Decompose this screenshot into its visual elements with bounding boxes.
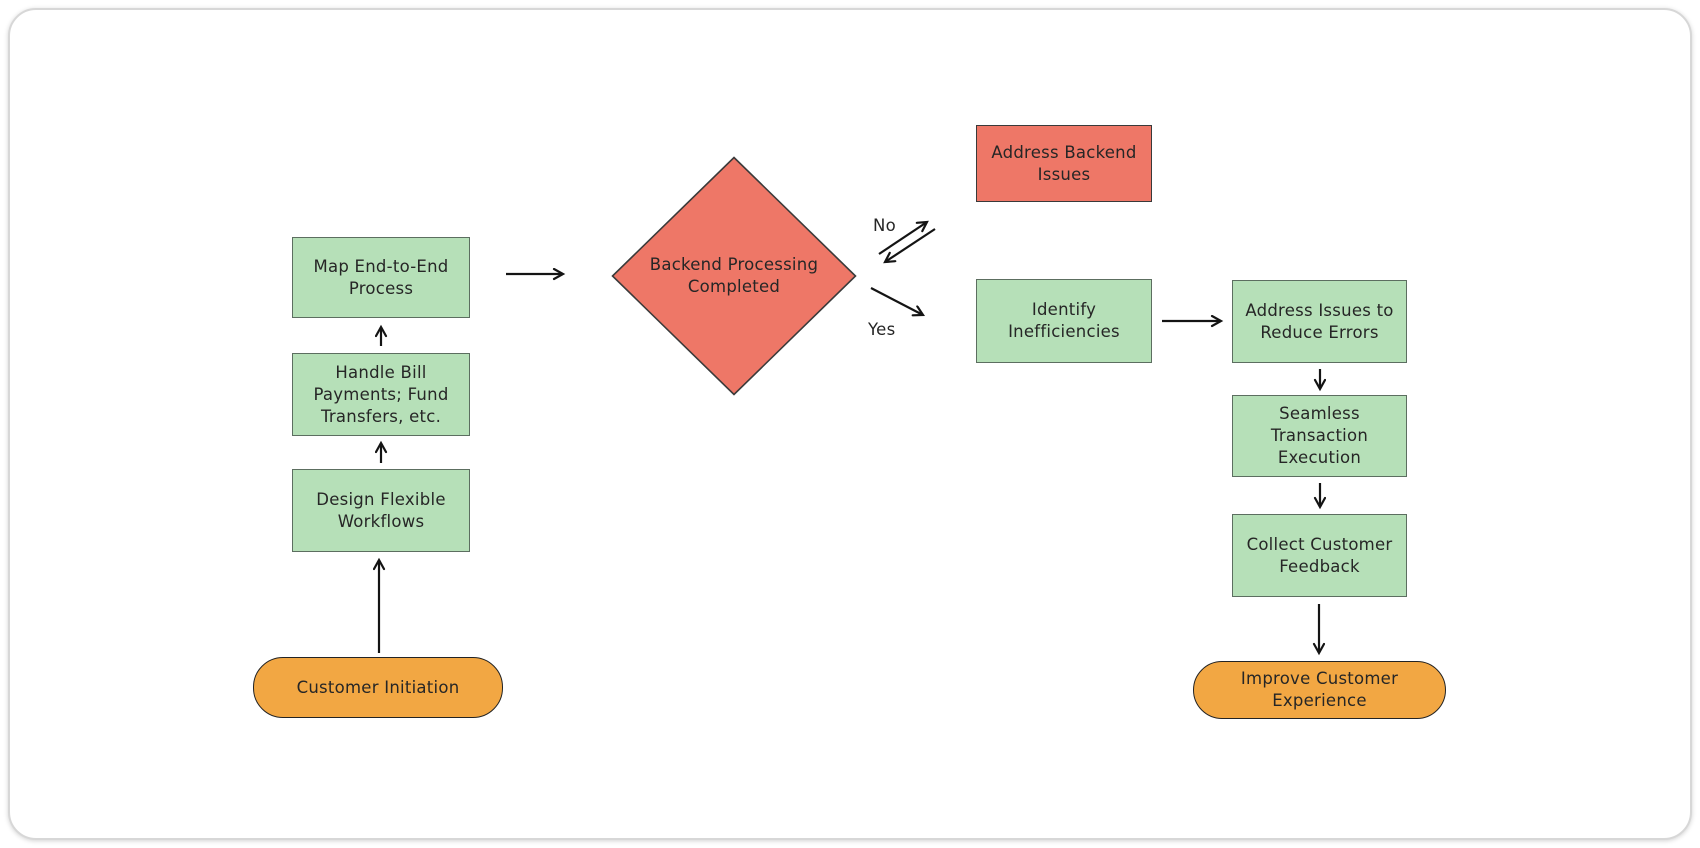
edge-label-no: No: [873, 216, 897, 235]
canvas-frame: [8, 8, 1692, 840]
node-label: Address Issues to Reduce Errors: [1245, 300, 1394, 342]
node-label: Customer Initiation: [296, 677, 460, 697]
node-label: Backend Processing Completed: [649, 255, 819, 296]
node-design-flexible-workflows[interactable]: Design Flexible Workflows: [292, 469, 470, 552]
node-label: Design Flexible Workflows: [316, 489, 446, 531]
node-address-backend-issues[interactable]: Address Backend Issues: [976, 125, 1152, 202]
node-address-issues-to-reduce-errors[interactable]: Address Issues to Reduce Errors: [1232, 280, 1407, 363]
node-label: Address Backend Issues: [991, 142, 1137, 184]
node-handle-bill-payments[interactable]: Handle Bill Payments; Fund Transfers, et…: [292, 353, 470, 436]
node-customer-initiation[interactable]: Customer Initiation: [253, 657, 503, 718]
node-backend-processing-completed[interactable]: Backend Processing Completed: [611, 156, 857, 396]
node-label: Identify Inefficiencies: [1008, 300, 1120, 341]
node-label: Handle Bill Payments; Fund Transfers, et…: [313, 362, 449, 426]
edge-label-yes: Yes: [868, 320, 896, 339]
node-label: Seamless Transaction Execution: [1270, 404, 1369, 467]
node-map-end-to-end-process[interactable]: Map End-to-End Process: [292, 237, 470, 318]
node-label: Collect Customer Feedback: [1246, 534, 1393, 576]
node-improve-customer-experience[interactable]: Improve Customer Experience: [1193, 661, 1446, 719]
diamond-shape: [611, 156, 857, 396]
node-identify-inefficiencies[interactable]: Identify Inefficiencies: [976, 279, 1152, 363]
node-label: Improve Customer Experience: [1240, 669, 1399, 710]
node-collect-customer-feedback[interactable]: Collect Customer Feedback: [1232, 514, 1407, 597]
node-label: Map End-to-End Process: [313, 256, 449, 298]
node-seamless-transaction-execution[interactable]: Seamless Transaction Execution: [1232, 395, 1407, 477]
